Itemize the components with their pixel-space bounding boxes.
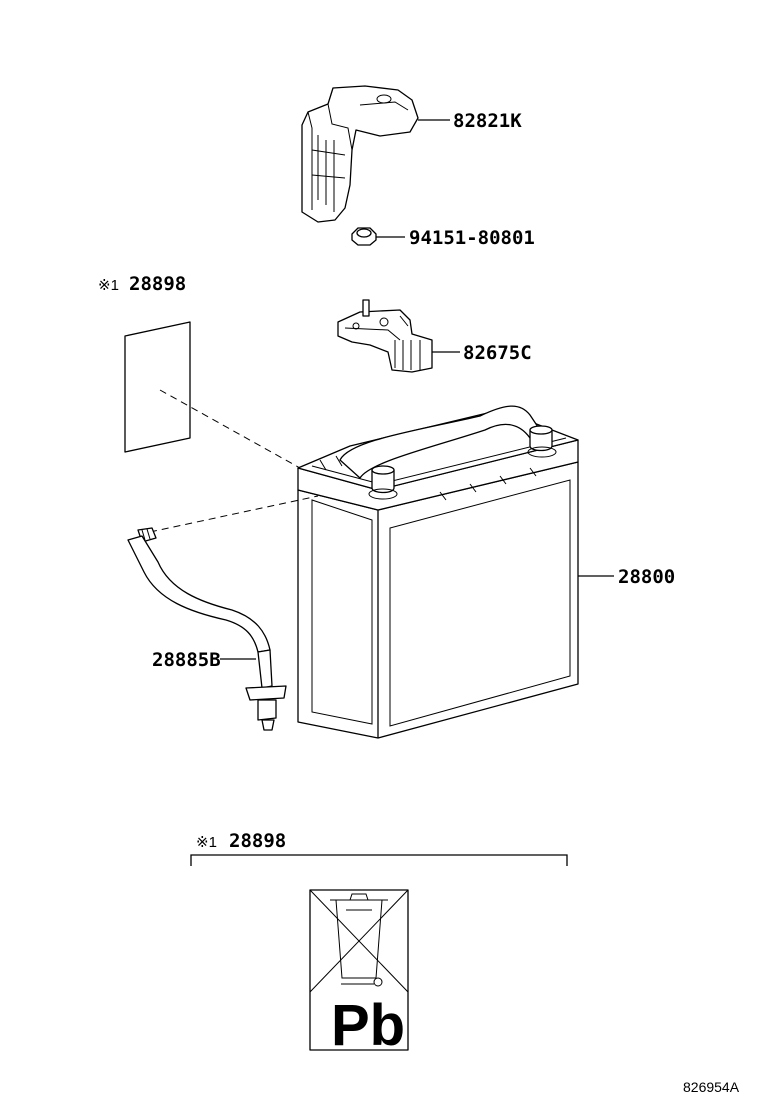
part-label-28885b[interactable]: 28885B xyxy=(152,649,221,671)
part-label-28898[interactable]: 28898 xyxy=(129,273,186,295)
vent-hose-part[interactable] xyxy=(127,527,287,731)
terminal-clamp-part[interactable] xyxy=(337,299,433,373)
nut-part[interactable] xyxy=(351,227,377,246)
label-dashed-leader xyxy=(159,389,301,469)
battery-part[interactable] xyxy=(297,405,579,739)
detail-bracket xyxy=(190,854,568,866)
part-label-94151-80801[interactable]: 94151-80801 xyxy=(409,227,535,249)
recycling-label-panel: Pb xyxy=(309,889,409,1058)
part-label-28898-detail[interactable]: 28898 xyxy=(229,830,286,852)
terminal-cover-part[interactable] xyxy=(301,85,419,223)
crossed-bin-icon xyxy=(309,889,409,993)
ref-mark: ※1 xyxy=(98,277,119,294)
ref-mark-2: ※1 xyxy=(196,834,217,851)
pb-symbol: Pb xyxy=(331,993,405,1058)
label-sheet-part[interactable] xyxy=(124,321,191,453)
diagram-id: 826954A xyxy=(683,1079,740,1095)
hose-dashed-leader xyxy=(149,495,319,533)
part-label-82821k[interactable]: 82821K xyxy=(453,110,522,132)
part-label-82675c[interactable]: 82675C xyxy=(463,342,532,364)
part-label-28800[interactable]: 28800 xyxy=(618,566,675,588)
